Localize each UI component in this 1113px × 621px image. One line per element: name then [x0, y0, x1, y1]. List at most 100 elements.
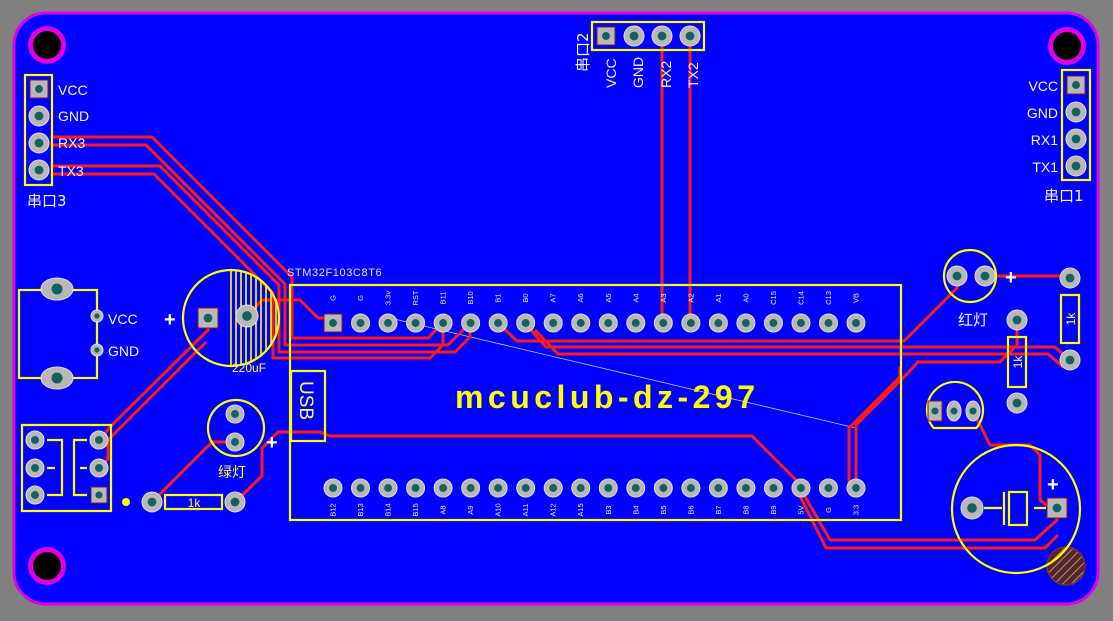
- resistor-right-1-pad-1[interactable]: [1059, 267, 1081, 289]
- regulator-pad-2[interactable]: [946, 400, 962, 422]
- uart1-pad-tx[interactable]: [1065, 155, 1087, 177]
- mcu-top-pad-c13[interactable]: [818, 313, 838, 333]
- mcu-bottom-pad-a15[interactable]: [571, 478, 591, 498]
- resistor-right-1-body[interactable]: [1059, 293, 1081, 345]
- power-jack-pad-bottom[interactable]: [40, 366, 74, 390]
- mcu-bottom-pad-a8[interactable]: [433, 478, 453, 498]
- green-led-pad-2[interactable]: [225, 432, 245, 452]
- mcu-top-pad-g[interactable]: [323, 313, 343, 333]
- track-uart3-c[interactable]: [50, 164, 472, 354]
- board-outline[interactable]: [12, 11, 1100, 606]
- track-resistor-1-b[interactable]: [534, 329, 1064, 368]
- mcu-bottom-pad-b12[interactable]: [323, 478, 343, 498]
- track-regulator[interactable]: [971, 409, 1052, 510]
- mcu-top-pad-3.3v[interactable]: [378, 313, 398, 333]
- mounting-hole-bottom-left[interactable]: [28, 547, 66, 585]
- green-led-outline[interactable]: [206, 398, 266, 458]
- capacitor-big-pad-plus[interactable]: [1046, 497, 1068, 519]
- uart3-pad-gnd[interactable]: [28, 105, 50, 127]
- mcu-top-pad-a5[interactable]: [598, 313, 618, 333]
- track-uart3-b[interactable]: [50, 143, 472, 347]
- red-led-pad-2[interactable]: [974, 265, 996, 287]
- mcu-bottom-pad-b5[interactable]: [653, 478, 673, 498]
- usb-connector-outline[interactable]: [289, 369, 327, 443]
- regulator-outline[interactable]: [925, 380, 985, 430]
- resistor-bottom-pad-1[interactable]: [141, 491, 163, 513]
- mcu-top-pad-a7[interactable]: [543, 313, 563, 333]
- mounting-hole-top-right[interactable]: [1048, 27, 1086, 65]
- uart1-pad-gnd[interactable]: [1065, 101, 1087, 123]
- uart3-header-outline[interactable]: [23, 73, 54, 187]
- mcu-top-pad-g[interactable]: [351, 313, 371, 333]
- mcu-bottom-pad-g[interactable]: [818, 478, 838, 498]
- regulator-pad-3[interactable]: [965, 400, 981, 422]
- mcu-top-pad-b0[interactable]: [516, 313, 536, 333]
- mcu-bottom-pad-a11[interactable]: [516, 478, 536, 498]
- mounting-hole-bottom-right[interactable]: [1046, 546, 1086, 586]
- resistor-bottom-pad-2[interactable]: [224, 491, 246, 513]
- power-pad-vcc[interactable]: [90, 309, 104, 323]
- switch-pad-5[interactable]: [89, 458, 109, 478]
- mcu-top-pad-a4[interactable]: [626, 313, 646, 333]
- switch-pad-2[interactable]: [25, 458, 45, 478]
- pad-layer[interactable]: [25, 25, 1087, 520]
- mcu-bottom-pad-5v[interactable]: [791, 478, 811, 498]
- mcu-top-pad-b1[interactable]: [488, 313, 508, 333]
- uart3-pad-vcc[interactable]: [29, 79, 49, 99]
- capacitor-220-pad-minus[interactable]: [235, 304, 259, 328]
- track-uart3-d[interactable]: [50, 172, 445, 360]
- uart2-pad-vcc[interactable]: [596, 26, 616, 46]
- mcu-top-pad-a2[interactable]: [681, 313, 701, 333]
- uart1-pad-vcc[interactable]: [1066, 75, 1086, 95]
- mcu-bottom-pad-b9[interactable]: [763, 478, 783, 498]
- regulator-pad-1[interactable]: [927, 400, 943, 422]
- uart2-pad-tx[interactable]: [679, 25, 701, 47]
- resistor-right-1-pad-2[interactable]: [1059, 349, 1081, 371]
- uart1-pad-rx[interactable]: [1065, 128, 1087, 150]
- mcu-top-pad-a3[interactable]: [653, 313, 673, 333]
- mcu-bottom-pad-b4[interactable]: [626, 478, 646, 498]
- track-uart3-a[interactable]: [50, 135, 445, 340]
- uart1-header-outline[interactable]: [1060, 68, 1092, 182]
- switch-pad-1[interactable]: [25, 430, 45, 450]
- uart2-header-outline[interactable]: [590, 20, 706, 52]
- uart3-pad-rx[interactable]: [28, 132, 50, 154]
- resistor-right-2-body[interactable]: [1006, 335, 1028, 389]
- mcu-bottom-pad-b6[interactable]: [681, 478, 701, 498]
- resistor-bottom-body[interactable]: [163, 493, 224, 511]
- mcu-top-pad-a6[interactable]: [571, 313, 591, 333]
- mcu-top-pad-b11[interactable]: [433, 313, 453, 333]
- track-power-bus[interactable]: [233, 430, 802, 504]
- capacitor-big-pad-minus[interactable]: [960, 496, 984, 520]
- mcu-bottom-pad-3.3[interactable]: [846, 478, 866, 498]
- resistor-right-2-pad-1[interactable]: [1006, 309, 1028, 331]
- resistor-right-2-pad-2[interactable]: [1006, 392, 1028, 414]
- mcu-bottom-pad-b15[interactable]: [406, 478, 426, 498]
- power-jack-pad-top[interactable]: [40, 277, 74, 301]
- power-pad-gnd[interactable]: [90, 343, 104, 357]
- mcu-top-pad-a0[interactable]: [736, 313, 756, 333]
- mcu-top-pad-c15[interactable]: [763, 313, 783, 333]
- track-5v-b[interactable]: [798, 494, 1059, 550]
- uart2-pad-gnd[interactable]: [623, 25, 645, 47]
- mcu-bottom-pad-a9[interactable]: [461, 478, 481, 498]
- mcu-bottom-pad-b3[interactable]: [598, 478, 618, 498]
- mcu-bottom-pad-b7[interactable]: [708, 478, 728, 498]
- switch-pad-4[interactable]: [89, 430, 109, 450]
- mounting-hole-top-left[interactable]: [28, 26, 66, 64]
- mcu-bottom-pad-a12[interactable]: [543, 478, 563, 498]
- switch-pad-6[interactable]: [90, 486, 108, 504]
- mcu-top-pad-c14[interactable]: [791, 313, 811, 333]
- track-3v3[interactable]: [854, 318, 1019, 490]
- mcu-bottom-pad-b13[interactable]: [351, 478, 371, 498]
- mcu-bottom-pad-b8[interactable]: [736, 478, 756, 498]
- mcu-bottom-pad-b14[interactable]: [378, 478, 398, 498]
- mcu-top-pad-a1[interactable]: [708, 313, 728, 333]
- capacitor-big-outline[interactable]: [950, 443, 1082, 575]
- red-led-outline[interactable]: [942, 248, 998, 304]
- track-gnd[interactable]: [245, 298, 335, 320]
- green-led-pad-1[interactable]: [225, 404, 245, 424]
- uart2-pad-rx[interactable]: [651, 25, 673, 47]
- capacitor-220-outline[interactable]: [181, 268, 281, 368]
